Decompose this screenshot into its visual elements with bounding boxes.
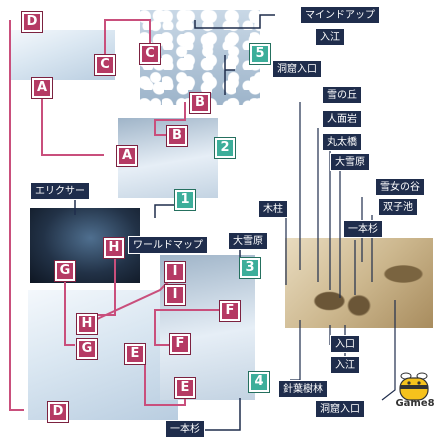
scene-world-map [285,238,433,328]
marker-d-bottom[interactable]: D [48,402,68,422]
marker-i-mid[interactable]: I [165,285,185,305]
label-snow-hill: 雪の丘 [322,86,362,104]
marker-h-lower[interactable]: H [77,314,97,334]
label-inlet-right: 入江 [330,356,360,374]
marker-f-right[interactable]: F [220,301,240,321]
label-world-map: ワールドマップ [128,236,208,254]
label-snow-woman-valley: 雪女の谷 [375,178,425,196]
label-face-rock: 人面岩 [322,110,362,128]
number-marker-2[interactable]: 2 [215,138,235,158]
marker-g-top[interactable]: G [55,261,75,281]
number-marker-5[interactable]: 5 [250,44,270,64]
marker-c-left[interactable]: C [95,55,115,75]
marker-d-top[interactable]: D [22,12,42,32]
marker-a-left[interactable]: A [32,78,52,98]
number-marker-1[interactable]: 1 [175,190,195,210]
brand-name: Game8 [395,398,435,409]
marker-g-lower[interactable]: G [77,339,97,359]
label-cave-entrance-top: 洞窟入口 [272,60,322,78]
label-inlet-top: 入江 [315,28,345,46]
label-elixir: エリクサー [30,182,90,200]
route-a [41,94,104,156]
label-great-snowfield-left: 大雪原 [228,232,268,250]
marker-e-lower[interactable]: E [175,378,195,398]
marker-c-right[interactable]: C [140,44,160,64]
marker-i-top[interactable]: I [165,262,185,282]
scene-snowfield-lower [28,290,178,420]
label-entrance: 入口 [330,335,360,353]
marker-e-left[interactable]: E [125,344,145,364]
label-great-snowfield-right: 大雪原 [330,153,370,171]
number-marker-3[interactable]: 3 [240,258,260,278]
label-conifer-forest: 針葉樹林 [278,380,328,398]
label-log-bridge: 丸太橋 [322,133,362,151]
marker-a-right[interactable]: A [117,146,137,166]
bee-icon [399,372,429,401]
label-lone-cedar-right: 一本杉 [343,220,383,238]
label-mind-up: マインドアップ [300,6,380,24]
marker-f-lower[interactable]: F [170,334,190,354]
label-wooden-pillar: 木柱 [258,200,288,218]
label-cave-entrance-bottom: 洞窟入口 [315,400,365,418]
marker-b-mid[interactable]: B [167,126,187,146]
marker-h-right[interactable]: H [104,238,124,258]
label-lone-cedar-bottom: 一本杉 [165,420,205,438]
marker-b-top[interactable]: B [190,93,210,113]
label-twin-ponds: 双子池 [378,198,418,216]
number-marker-4[interactable]: 4 [249,372,269,392]
